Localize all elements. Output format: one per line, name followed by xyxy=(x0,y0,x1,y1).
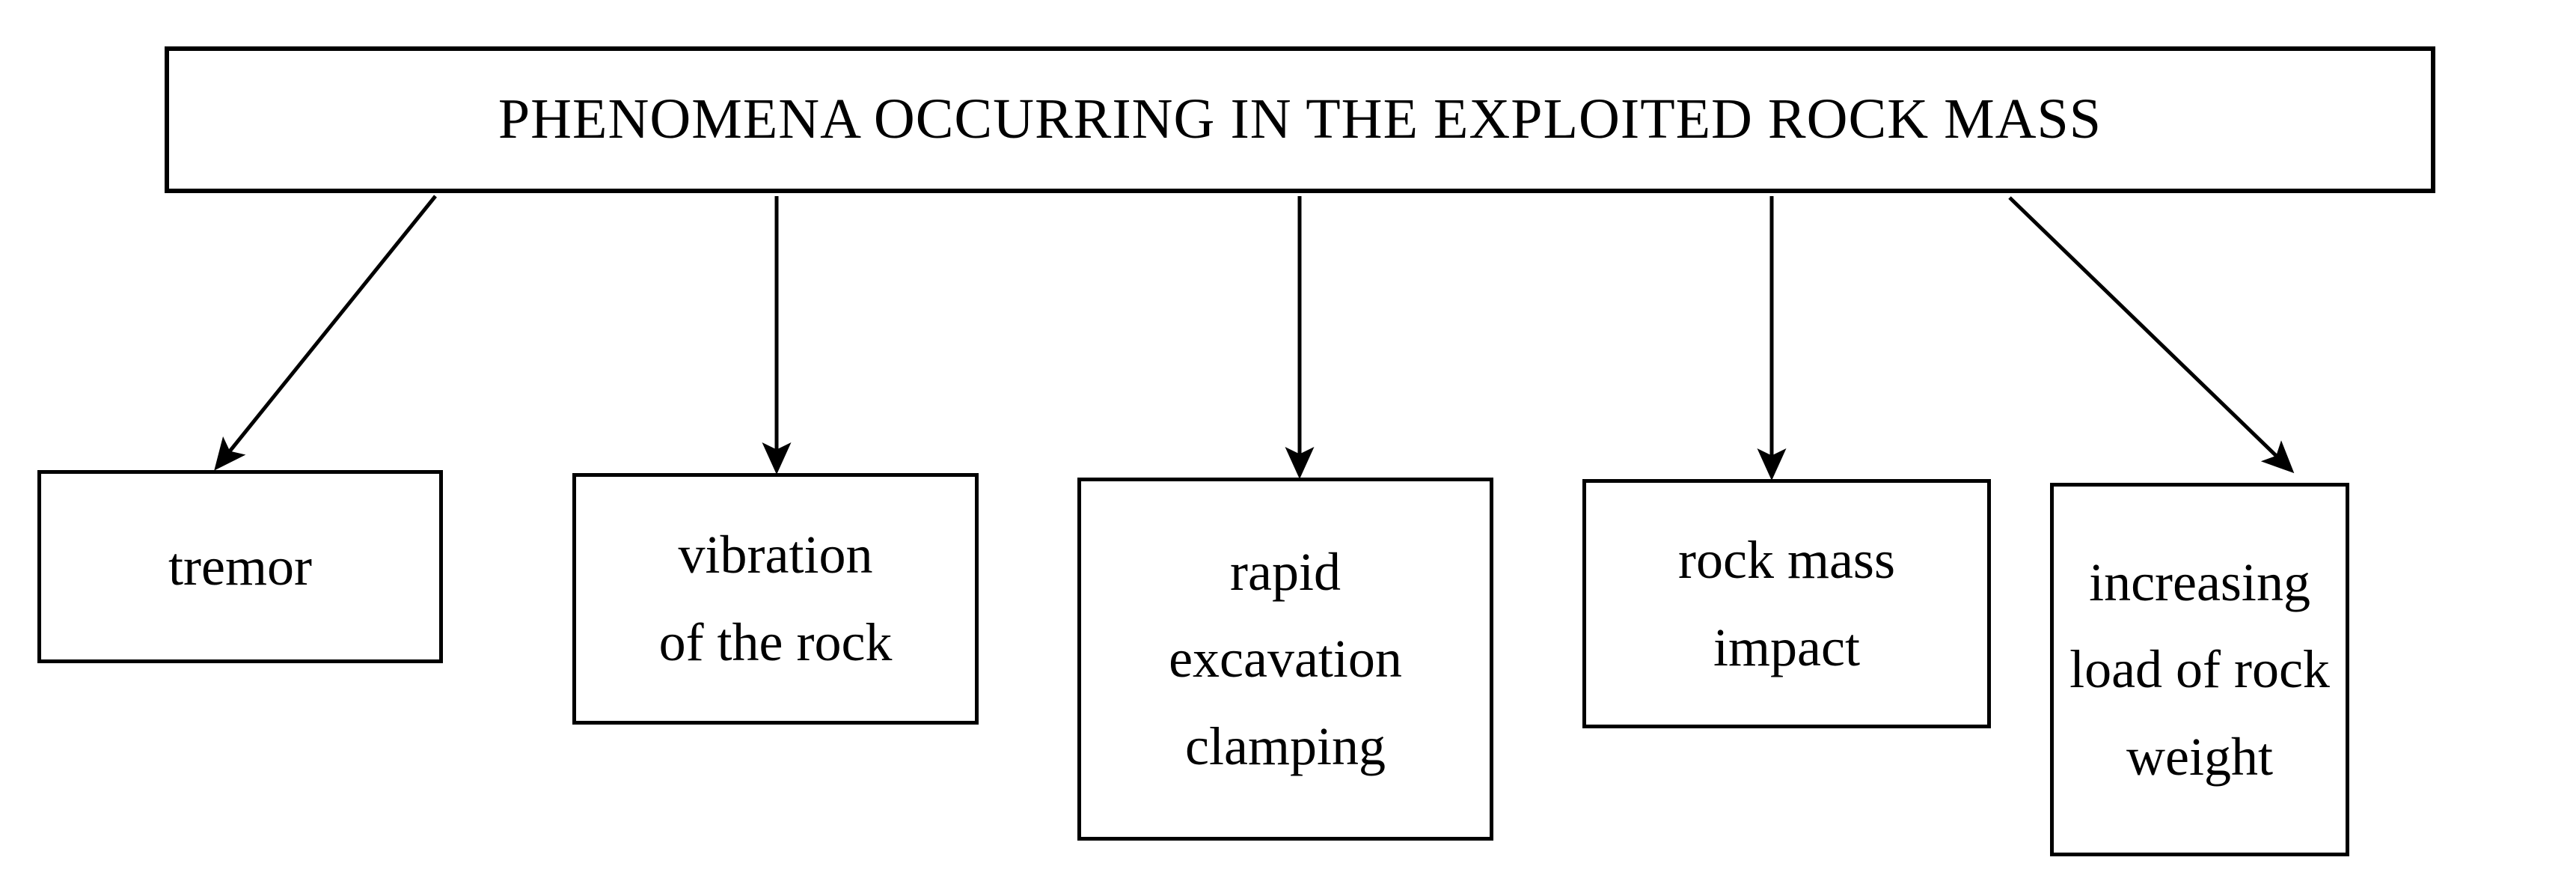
node-label-line: load of rock xyxy=(2069,639,2330,700)
node-label-line: clamping xyxy=(1185,716,1386,776)
connector-group xyxy=(214,195,2295,481)
node-label-line: of the rock xyxy=(658,612,893,672)
node-rapid-excavation-clamping[interactable]: rapid excavation clamping xyxy=(1077,478,1493,841)
node-increasing-load-of-rock-weight[interactable]: increasing load of rock weight xyxy=(2050,483,2349,856)
node-rock-mass-impact[interactable]: rock mass impact xyxy=(1582,479,1991,728)
node-phenomena-root[interactable]: PHENOMENA OCCURRING IN THE EXPLOITED ROC… xyxy=(165,46,2435,193)
node-label-line: rapid xyxy=(1230,541,1341,602)
node-label-line: impact xyxy=(1713,617,1860,677)
edge-root-to-tremor xyxy=(214,195,437,471)
node-tremor[interactable]: tremor xyxy=(37,470,443,663)
node-label-line: PHENOMENA OCCURRING IN THE EXPLOITED ROC… xyxy=(498,88,2102,151)
node-label-line: excavation xyxy=(1169,629,1402,689)
edge-root-to-increasing xyxy=(2008,196,2295,474)
node-label-line: vibration xyxy=(678,525,873,585)
node-label-line: tremor xyxy=(168,536,312,597)
node-label-line: weight xyxy=(2126,726,2273,787)
node-label-line: rock mass xyxy=(1678,529,1895,590)
node-vibration-of-the-rock[interactable]: vibration of the rock xyxy=(572,473,979,725)
node-label-line: increasing xyxy=(2089,552,2310,612)
